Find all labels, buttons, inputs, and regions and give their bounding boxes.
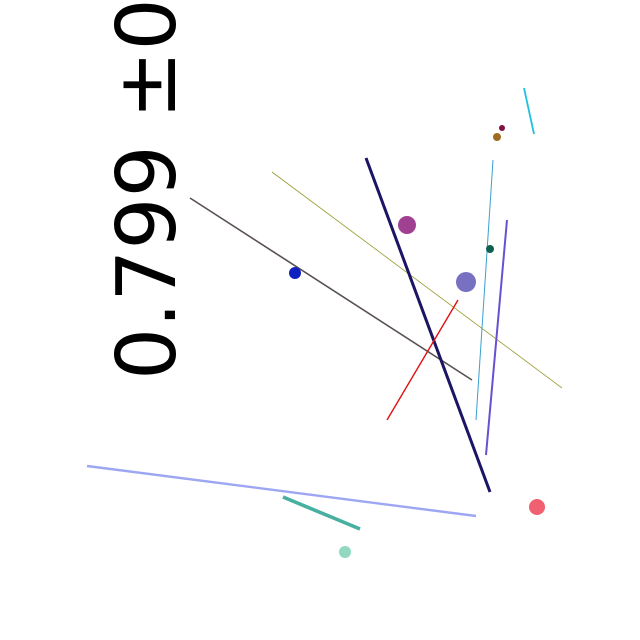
dot-magenta — [398, 216, 416, 234]
measurement-label: 0.799 ±0.04 — [100, 0, 195, 380]
dot-maroon — [499, 125, 505, 131]
dot-brown — [493, 133, 501, 141]
line-gray — [189, 197, 473, 381]
dot-mint — [339, 546, 351, 558]
dot-blue — [289, 267, 301, 279]
dot-slate — [456, 272, 476, 292]
line-blue-thin — [475, 159, 494, 421]
line-red — [386, 299, 459, 421]
line-violet — [485, 219, 508, 456]
line-teal — [282, 495, 361, 531]
shapes-layer — [86, 87, 563, 558]
dot-coral — [529, 499, 545, 515]
line-olive — [271, 171, 563, 389]
line-cyan — [523, 87, 535, 135]
dot-darkgreen — [486, 245, 494, 253]
line-periwinkle — [86, 464, 477, 518]
line-navy — [364, 157, 492, 493]
